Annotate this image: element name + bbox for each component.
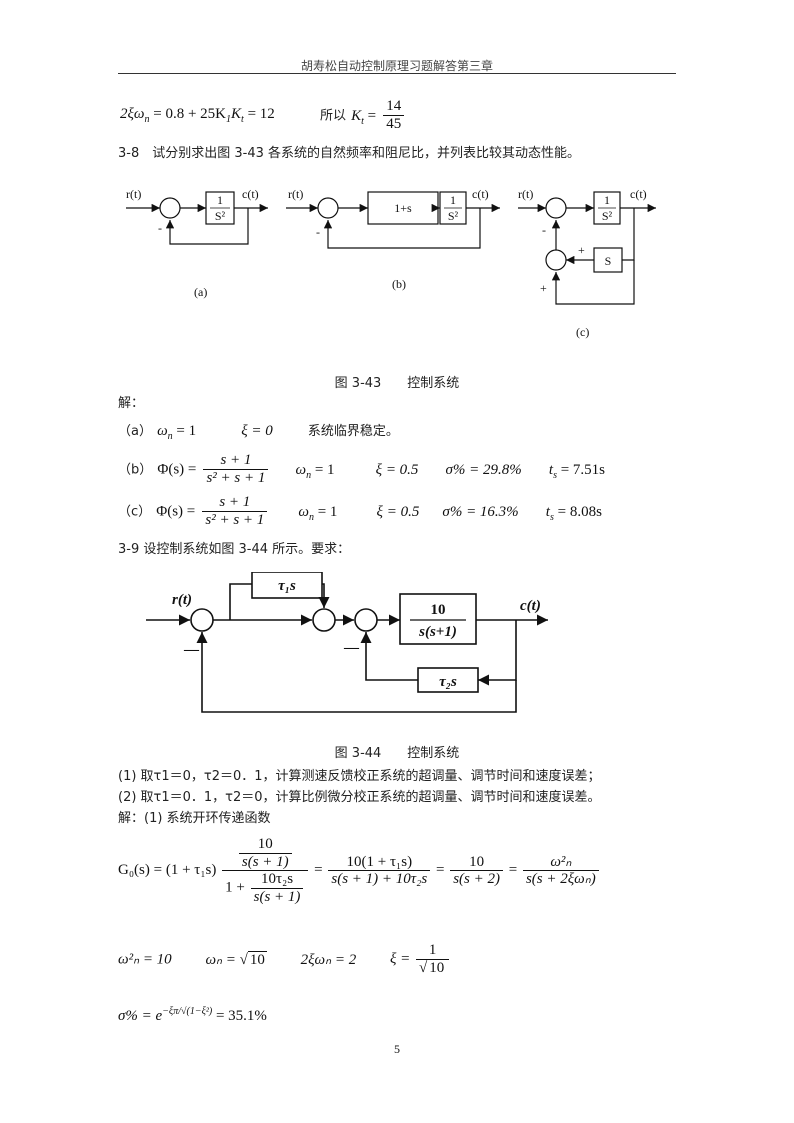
fig343a-c-label: c(t): [242, 187, 259, 201]
svg-text:+: +: [578, 243, 585, 257]
top-equation: 2ξωn = 0.8 + 25K1Kt = 12: [120, 106, 275, 125]
svg-text:1: 1: [604, 193, 610, 207]
svg-text:-: -: [158, 221, 162, 235]
figure-3-43: r(t) c(t) 1 S² - (a) r(t) c(t) 1+s 1 S² …: [126, 187, 656, 339]
sigma-equation: σ% = e−ξπ/√(1−ξ²) = 35.1%: [118, 1006, 267, 1024]
wn-equations: ω²ₙ = 10 ωₙ = √10 2ξωₙ = 2 ξ = 1√10: [118, 942, 451, 976]
svg-text:c(t): c(t): [472, 187, 489, 201]
requirement-1: (1) 取τ1＝0，τ2＝0．1，计算测速反馈校正系统的超调量、调节时间和速度误…: [118, 769, 601, 784]
svg-text:1: 1: [450, 193, 456, 207]
fig343-caption: 图 3-43 控制系统: [334, 376, 460, 391]
fig343a-r-label: r(t): [126, 187, 141, 201]
svg-text:+: +: [540, 281, 547, 295]
page-header: 胡寿松自动控制原理习题解答第三章: [300, 59, 493, 73]
svg-text:s(s+1): s(s+1): [418, 624, 457, 640]
problem-3-8: 3-8 试分别求出图 3-43 各系统的自然频率和阻尼比，并列表比较其动态性能。: [118, 146, 581, 161]
problem-3-9: 3-9 设控制系统如图 3-44 所示。要求：: [118, 542, 351, 557]
svg-text:r(t): r(t): [518, 187, 533, 201]
solution-a: （a） ωn = 1 ξ = 0 系统临界稳定。: [118, 423, 399, 442]
svg-text:-: -: [542, 223, 546, 237]
svg-text:10: 10: [431, 602, 446, 618]
svg-text:S²: S²: [448, 209, 459, 223]
svg-text:1: 1: [217, 193, 223, 207]
fig343c-tag: (c): [576, 325, 589, 339]
fig344-r-label: r(t): [172, 592, 192, 608]
figure-3-44: r(t) c(t) τ₁s 10 s(s+1) τ₂s — —: [146, 572, 548, 713]
fig344-c-label: c(t): [520, 598, 541, 614]
svg-text:-: -: [316, 225, 320, 239]
svg-text:S²: S²: [215, 209, 226, 223]
svg-text:τ₂s: τ₂s: [439, 674, 457, 690]
svg-text:c(t): c(t): [630, 187, 647, 201]
solution2-label: 解：(1) 系统开环传递函数: [118, 811, 271, 826]
solution-label: 解：: [118, 396, 145, 411]
page-number: 5: [394, 1042, 400, 1056]
fig343a-tag: (a): [194, 285, 207, 299]
svg-text:—: —: [183, 642, 200, 658]
svg-text:1+s: 1+s: [394, 201, 412, 215]
svg-text:S²: S²: [602, 209, 613, 223]
svg-text:S: S: [605, 254, 612, 268]
svg-text:—: —: [343, 640, 360, 656]
svg-text:τ₁s: τ₁s: [278, 578, 296, 594]
fig344-caption: 图 3-44 控制系统: [334, 746, 460, 761]
svg-text:r(t): r(t): [288, 187, 303, 201]
requirement-2: (2) 取τ1＝0．1，τ2＝0，计算比例微分校正系统的超调量、调节时间和速度误…: [118, 790, 601, 805]
fig343b-tag: (b): [392, 277, 406, 291]
header-rule: [118, 73, 676, 74]
